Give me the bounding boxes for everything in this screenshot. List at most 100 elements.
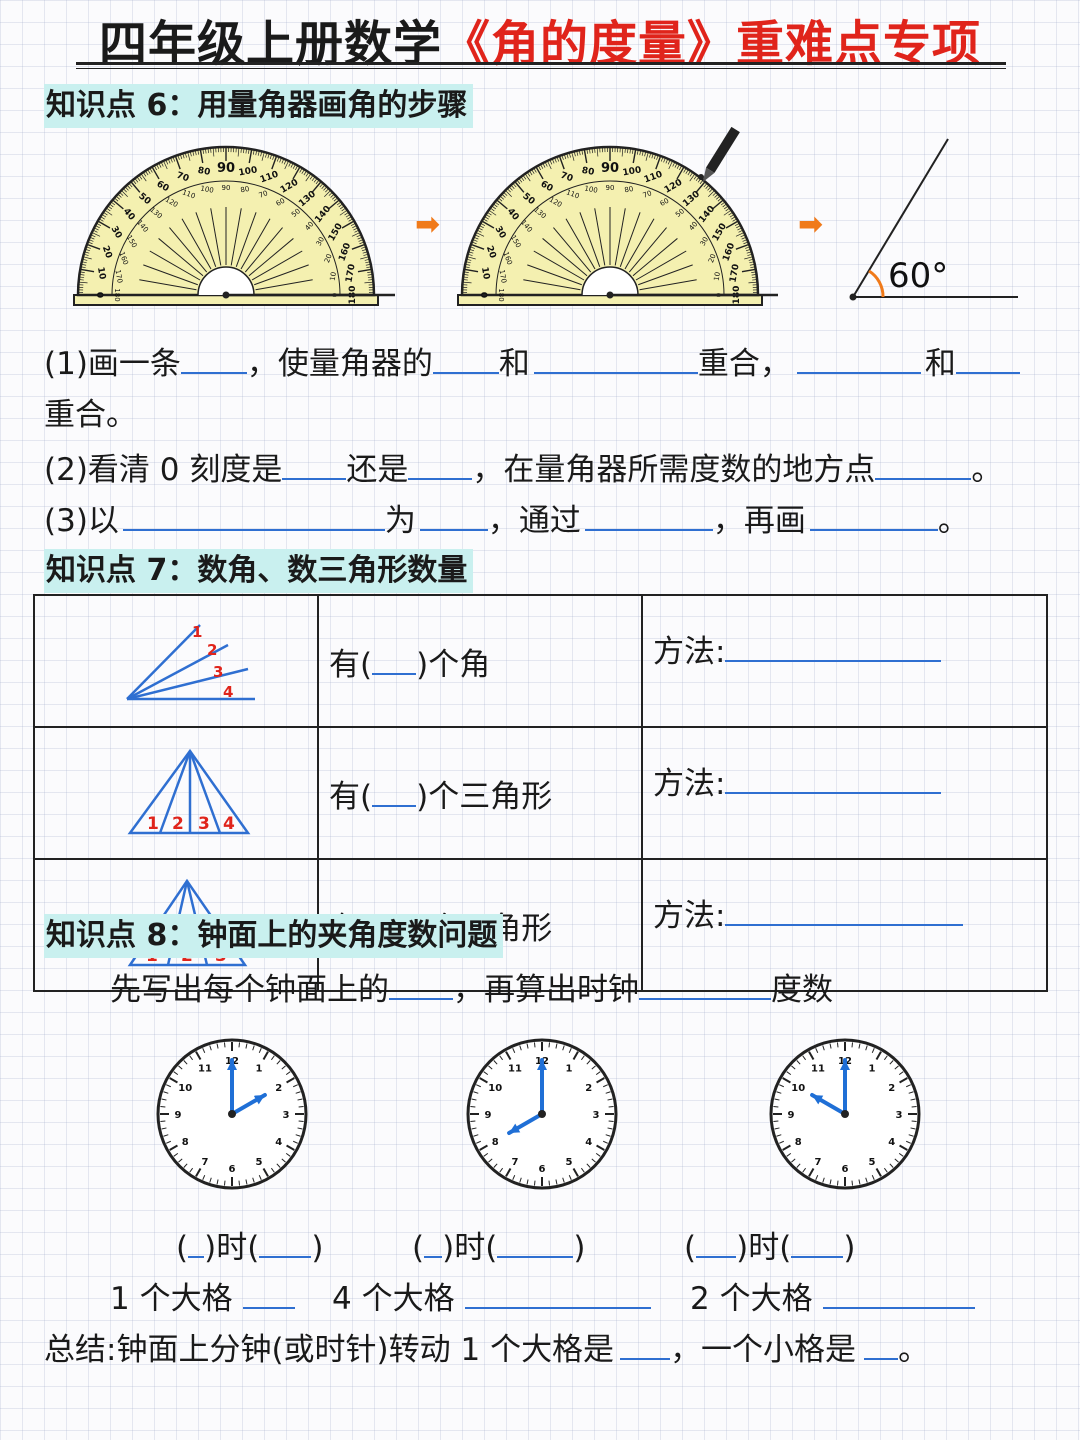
blank[interactable] [464,1277,651,1309]
pencil-icon [702,126,740,183]
step-1-text-a: (1)画一条 [44,346,181,382]
clock-number: 6 [539,1164,546,1175]
question-text-a: 有( [329,778,373,815]
protractor-outer-label: 0 [94,292,104,298]
intro-text-b: ，再算出时钟 [453,972,639,1008]
protractor-outer-label: 0 [478,292,488,298]
blank[interactable] [419,497,488,531]
clock-number: 1 [566,1063,573,1074]
protractor-inner-label: 20 [323,253,334,264]
angle-fan-figure-cell: 1 2 3 4 [33,594,319,728]
step-1-text-c: 和 [498,346,530,382]
clock-number: 10 [791,1083,805,1094]
ray-label: 3 [213,663,223,681]
summary-line: 总结:钟面上分钟(或时针)转动 1 个大格是，一个小格是。 [44,1326,929,1370]
blank[interactable] [822,1277,975,1309]
blank[interactable] [188,1226,205,1258]
blank[interactable] [791,1226,844,1258]
clock-number: 11 [198,1063,212,1074]
blank[interactable] [955,340,1020,374]
blank[interactable] [725,894,964,926]
blank[interactable] [809,497,938,531]
blank[interactable] [424,1226,443,1258]
step-1-line: (1)画一条，使量角器的和重合，和 [44,340,1020,384]
blank[interactable] [282,446,347,480]
step-2-line: (2)看清 0 刻度是还是，在量角器所需度数的地方点。 [44,446,1002,490]
blank[interactable] [696,1226,737,1258]
clock-number: 3 [593,1110,600,1121]
blank[interactable] [259,1226,312,1258]
angle-60-label: 60° [888,256,948,296]
protractor-outer-label: 80 [581,166,595,178]
time-answer-3: ()时() [684,1226,855,1270]
blank[interactable] [242,1277,295,1309]
arrow-icon-2: ➡ [798,207,823,242]
clock-number: 11 [811,1063,825,1074]
clock-number: 4 [275,1137,282,1148]
triangle-fan-figure-cell: 1 2 3 4 [33,726,319,860]
counting-table: 1 2 3 4 有()个角 方法: [33,594,1048,992]
blank[interactable] [408,446,473,480]
time-answer-2: ()时() [412,1226,585,1270]
blank[interactable] [620,1326,671,1360]
blank[interactable] [533,340,698,374]
blank[interactable] [725,762,942,794]
clocks-figure: 121234567891011 121234567891011 12123456… [156,1038,921,1190]
clock-number: 6 [842,1164,849,1175]
protractor-inner-label: 90 [606,184,615,192]
step-3-line: (3)以为，通过，再画。 [44,497,969,541]
heading-k6: 知识点 6：用量角器画角的步骤 [44,84,474,128]
protractor-inner-label: 50 [674,207,686,219]
protractor-outer-label: 70 [559,171,574,185]
blank[interactable] [372,643,417,675]
hour-unit: 时 [454,1230,486,1266]
protractor-outer-label: 80 [197,166,211,178]
section-label: 1 [147,814,159,834]
summary-text-c: 。 [898,1332,930,1368]
section-label: 4 [223,814,235,834]
protractor-inner-label: 100 [200,185,215,195]
summary-text-a: 总结:钟面上分钟(或时针)转动 1 个大格是 [44,1332,615,1368]
blank[interactable] [639,966,771,1000]
blank[interactable] [725,630,942,662]
clock-number: 7 [512,1157,519,1168]
big-division-1: 1 个大格 [110,1277,295,1321]
big-division-label: 1 个大格 [110,1281,233,1317]
method-label: 方法: [653,634,726,670]
step-3-text-d: ，再画 [712,503,806,539]
protractor-outer-label: 90 [601,161,619,176]
protractor-inner-label: 60 [275,197,287,208]
step-1-line-cont: 重合。 [44,397,137,433]
blank[interactable] [389,966,453,1000]
intro-text-c: 度数 [771,972,833,1008]
protractor-inner-label: 60 [659,197,671,208]
clock-number: 4 [888,1137,895,1148]
blank[interactable] [864,1326,899,1360]
method-cell: 方法: [641,594,1048,728]
step-3-text-b: 为 [384,503,416,539]
step-2-text-a: (2)看清 0 刻度是 [44,452,283,488]
blank[interactable] [584,497,713,531]
clock-number: 5 [869,1157,876,1168]
blank[interactable] [497,1226,574,1258]
blank[interactable] [875,446,972,480]
clock-number: 3 [896,1110,903,1121]
protractor-outer-label: 10 [479,266,491,280]
protractor-inner-label: 10 [329,271,338,281]
protractor-inner-label: 80 [624,185,634,194]
step-2-text-b: 还是 [346,452,409,488]
blank[interactable] [432,340,499,374]
blank[interactable] [372,775,417,807]
protractor-inner-label: 70 [258,189,269,200]
protractor-inner-label: 80 [240,185,250,194]
blank[interactable] [180,340,247,374]
protractor-outer-label: 20 [484,245,498,260]
blank[interactable] [122,497,385,531]
step-3-text-c: ，通过 [487,503,581,539]
blank[interactable] [796,340,921,374]
step-2-text-d: 。 [971,452,1003,488]
question-text-b: )个三角形 [416,778,553,815]
ray-label: 4 [223,683,233,701]
